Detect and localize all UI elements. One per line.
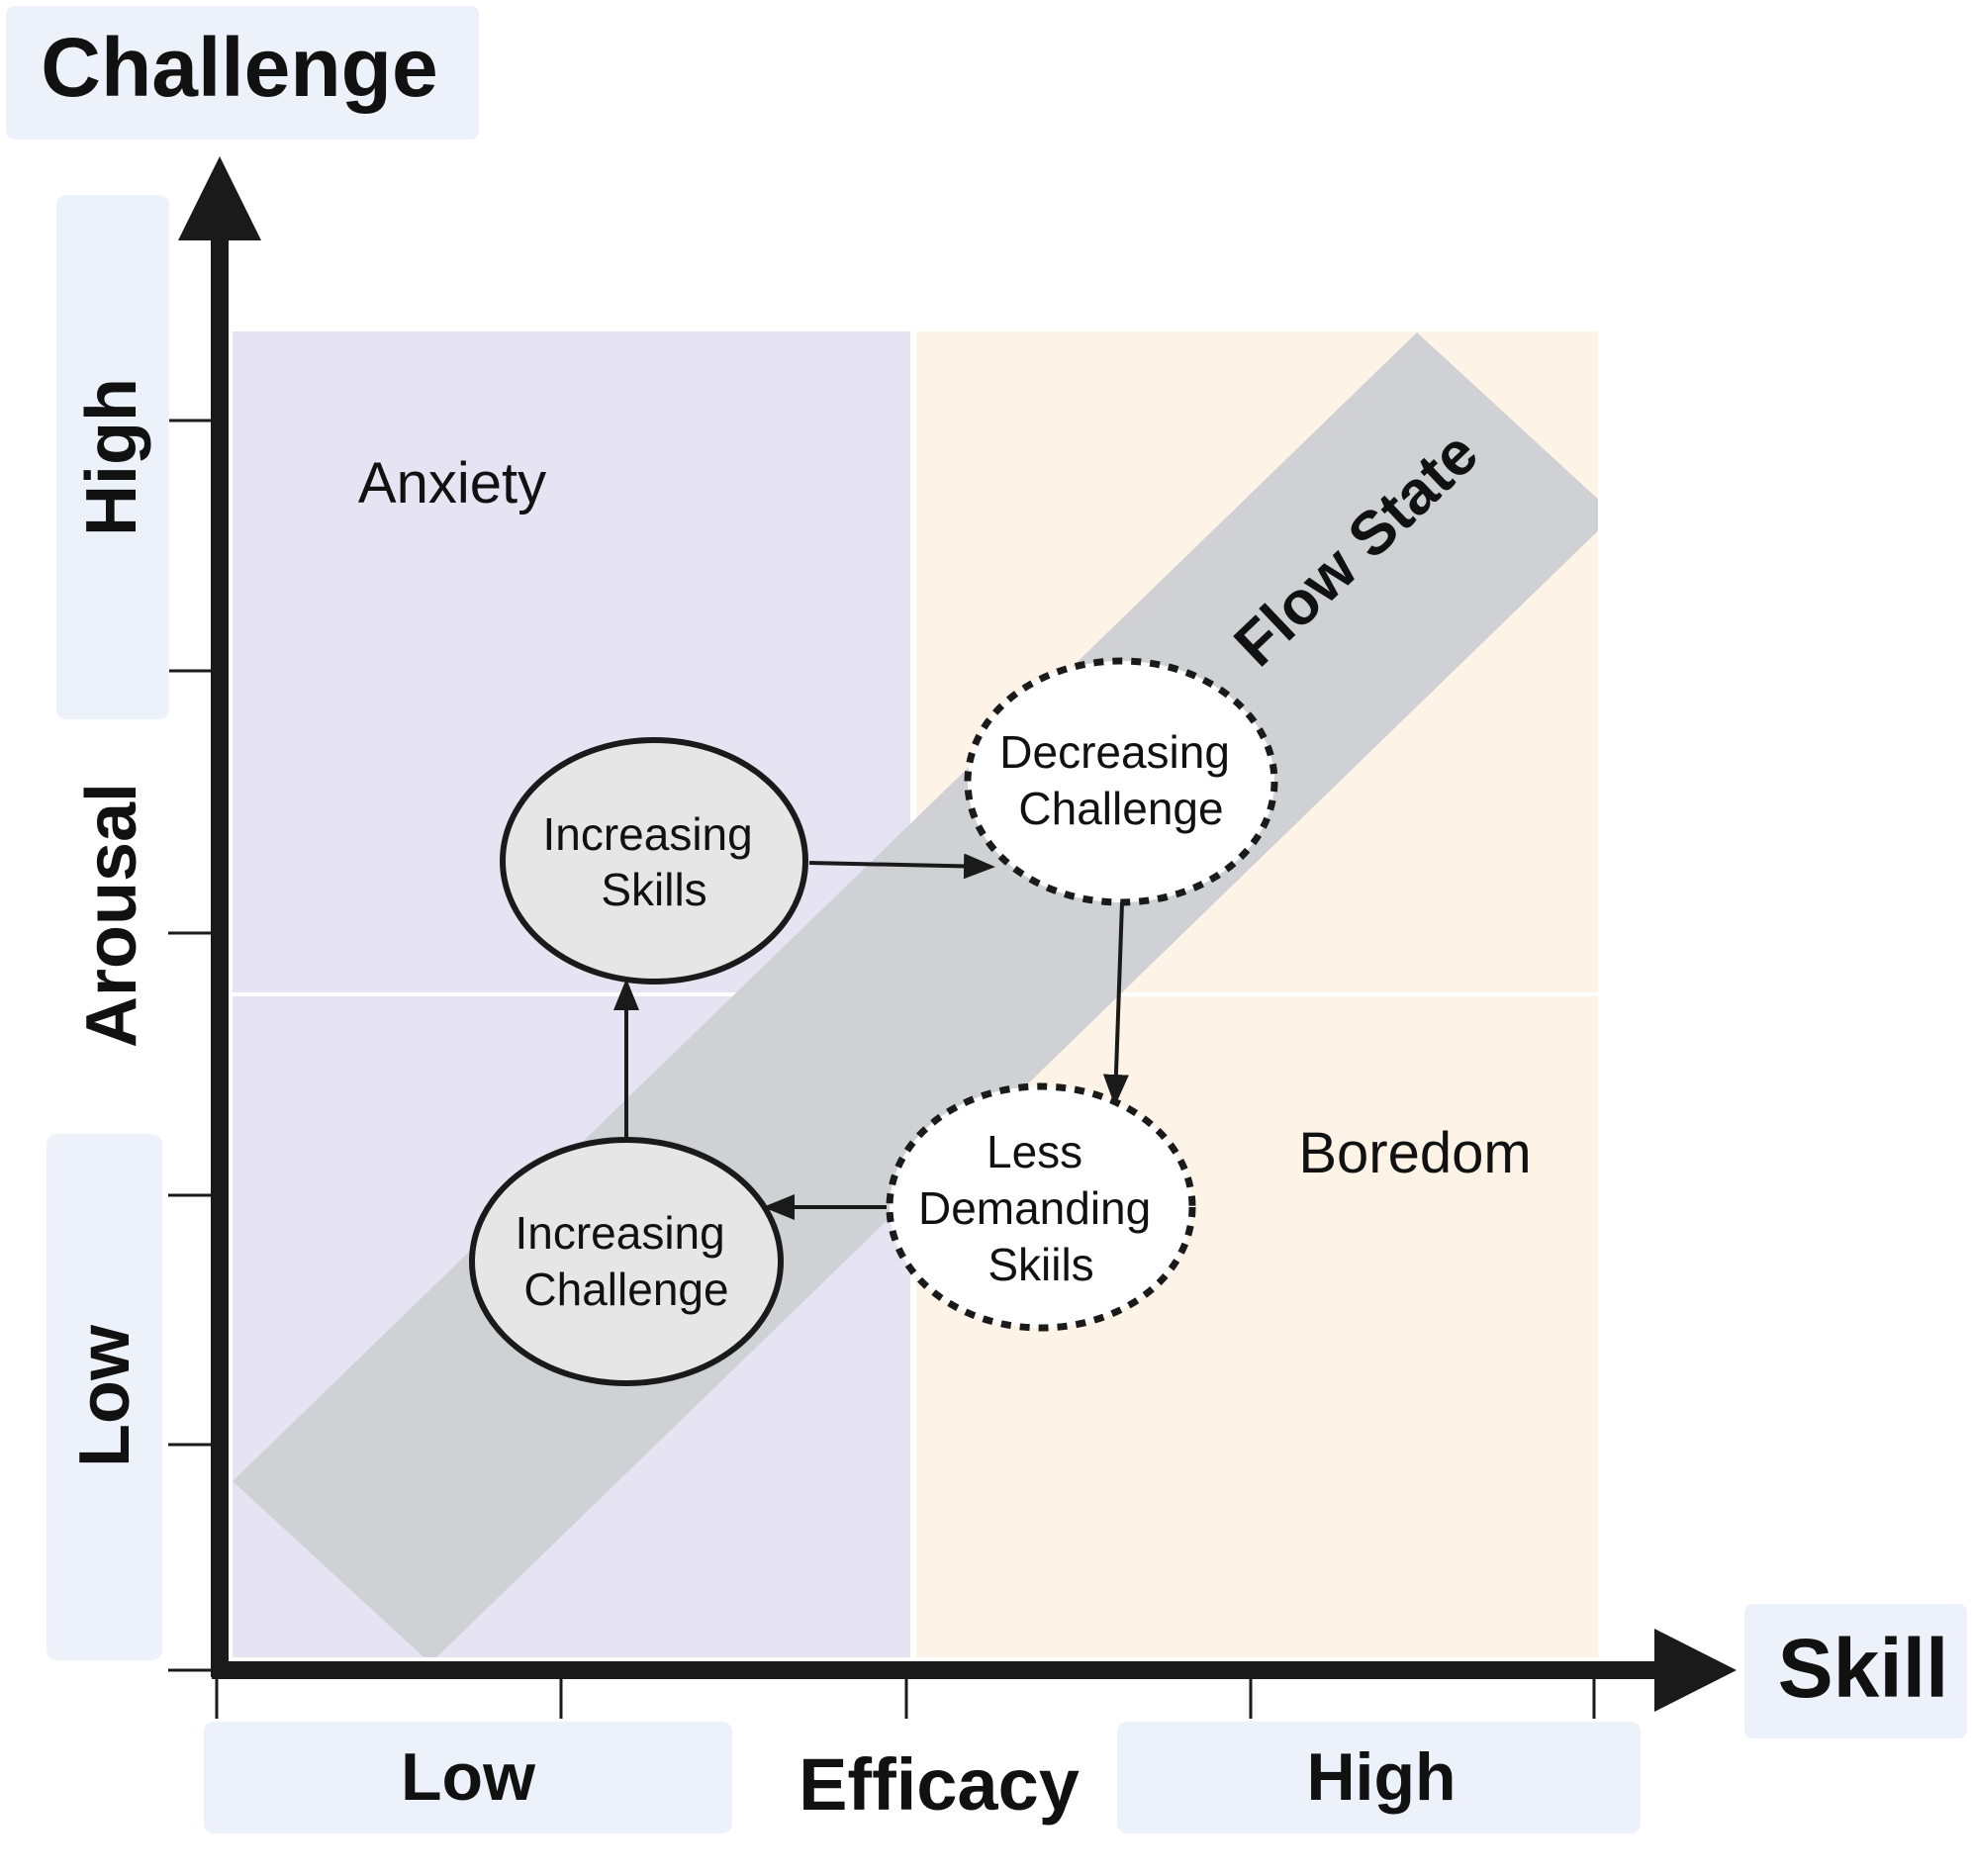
boredom-label: Boredom (1298, 1121, 1531, 1185)
arrow-skills-to-decreasing (808, 853, 995, 880)
less-demanding-skills-node: Less Demanding Skiils (886, 1082, 1196, 1332)
y-axis-arrowhead (178, 156, 261, 240)
challenge-label-box (6, 6, 479, 140)
decreasing-challenge-line-2: Challenge (1018, 783, 1223, 834)
cycle-arrows (613, 853, 1129, 1220)
increasing-skills-node: Increasing Skills (500, 737, 808, 985)
skill-label-box (1744, 1604, 1967, 1738)
y-axis-low-label: Low (65, 1324, 144, 1467)
y-axis-title: Challenge (41, 21, 437, 114)
increasing-challenge-node: Increasing Challenge (469, 1137, 784, 1386)
less-demanding-line-2: Demanding (918, 1182, 1151, 1234)
y-axis-ticks (168, 419, 212, 1672)
x-axis-title: Skill (1778, 1622, 1949, 1715)
x-low-label-box (204, 1722, 732, 1833)
x-axis-ticks (215, 1678, 1596, 1719)
less-demanding-line-1: Less (987, 1126, 1082, 1177)
decreasing-challenge-node: Decreasing Challenge (964, 657, 1278, 906)
x-axis-middle-label: Efficacy (799, 1743, 1080, 1826)
y-axis-middle-label: Arousal (72, 783, 151, 1048)
y-axis-high-label: High (72, 378, 151, 536)
x-axis-high-label: High (1306, 1739, 1456, 1815)
svg-text:Increasing Skills: Increasing Skills (542, 808, 765, 915)
x-axis-low-label: Low (401, 1739, 536, 1815)
svg-text:Increasing Challenge: Increasing Challenge (515, 1207, 737, 1315)
svg-text:Decreasing Challenge: Decreasing Challenge (999, 726, 1242, 834)
y-low-label-box (47, 1134, 162, 1660)
y-high-label-box (56, 195, 169, 719)
increasing-skills-line-2: Skills (601, 864, 706, 915)
svg-text:Less Demanding Ski: Less Demanding Skiils (918, 1126, 1164, 1290)
arrow-decreasing-to-less (1102, 901, 1129, 1106)
increasing-challenge-line-2: Challenge (523, 1264, 728, 1315)
increasing-challenge-line-1: Increasing (515, 1207, 724, 1259)
decreasing-challenge-line-1: Decreasing (999, 726, 1230, 778)
x-axis-arrowhead (1654, 1629, 1737, 1712)
anxiety-label: Anxiety (358, 451, 546, 516)
increasing-skills-line-1: Increasing (542, 808, 752, 860)
x-high-label-box (1117, 1722, 1641, 1833)
less-demanding-line-3: Skiils (987, 1239, 1093, 1290)
